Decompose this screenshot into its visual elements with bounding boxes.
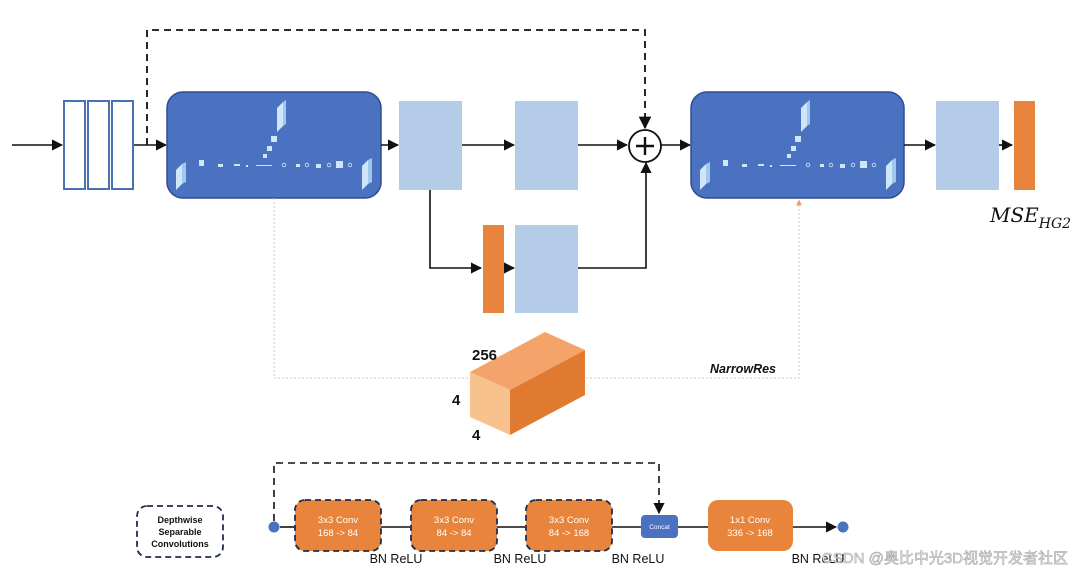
feature-box-out <box>936 101 999 190</box>
sum-node <box>628 129 662 163</box>
bottom-input-node <box>268 521 280 533</box>
input-bar-3 <box>111 100 134 190</box>
conv-block-3-line2: 84 -> 168 <box>549 528 589 539</box>
tensor-cuboid <box>470 332 585 435</box>
hourglass-block-1 <box>166 91 382 199</box>
conv-block-1-line1: 3x3 Conv <box>318 515 358 526</box>
concat-label: Concat <box>649 524 670 531</box>
feature-box-3 <box>515 225 578 313</box>
bottom-output-node <box>837 521 849 533</box>
mse-subscript: HG2 <box>1038 216 1071 232</box>
heatmap-bar-output <box>1014 101 1035 190</box>
legend-line-1: Depthwise <box>157 515 202 525</box>
conv-block-1: 3x3 Conv 168 -> 84 <box>294 499 382 552</box>
mse-label: MSEHG2 <box>989 203 1071 232</box>
narrowres-label: NarrowRes <box>710 362 776 376</box>
conv-block-4: 1x1 Conv 336 -> 168 <box>708 500 793 551</box>
legend-line-2: Separable <box>158 527 201 537</box>
skip-connection-dashed <box>146 29 652 145</box>
branch-return-line <box>578 161 652 269</box>
conv-block-3: 3x3 Conv 84 -> 168 <box>525 499 613 552</box>
input-bar-2 <box>87 100 110 190</box>
bottom-diagram: Depthwise Separable Convolutions 3x3 Con… <box>136 462 849 566</box>
conv-block-2-line2: 84 -> 84 <box>436 528 471 539</box>
concat-node: Concat <box>641 515 678 538</box>
conv-block-4-line2: 336 -> 168 <box>727 528 773 539</box>
tensor-dim-depth: 256 <box>472 347 497 364</box>
hourglass-block-2 <box>690 91 905 199</box>
input-bar-1 <box>63 100 86 190</box>
watermark: CSDN @奥比中光3D视觉开发者社区 <box>822 550 1068 567</box>
feature-box-1 <box>399 101 462 190</box>
feature-box-2 <box>515 101 578 190</box>
bottom-skip-dashed <box>273 462 665 521</box>
narrowres-dotted-path <box>273 198 802 379</box>
legend-box <box>136 505 224 558</box>
tensor-dim-width: 4 <box>472 427 481 444</box>
conv-block-2: 3x3 Conv 84 -> 84 <box>410 499 498 552</box>
heatmap-bar-branch <box>483 225 504 313</box>
legend-line-3: Convolutions <box>151 539 209 549</box>
bn-relu-label-4: BN ReLU <box>792 552 845 566</box>
branch-line <box>429 190 483 274</box>
conv-block-3-line1: 3x3 Conv <box>549 515 589 526</box>
top-diagram: MSEHG2 NarrowRes 256 4 4 <box>12 29 1071 444</box>
bn-relu-label-3: BN ReLU <box>612 552 665 566</box>
bn-relu-label-2: BN ReLU <box>494 552 547 566</box>
conv-block-4-line1: 1x1 Conv <box>730 515 770 526</box>
tensor-dim-height: 4 <box>452 392 461 409</box>
conv-block-1-line2: 168 -> 84 <box>318 528 358 539</box>
conv-block-2-line1: 3x3 Conv <box>434 515 474 526</box>
bn-relu-label-1: BN ReLU <box>370 552 423 566</box>
